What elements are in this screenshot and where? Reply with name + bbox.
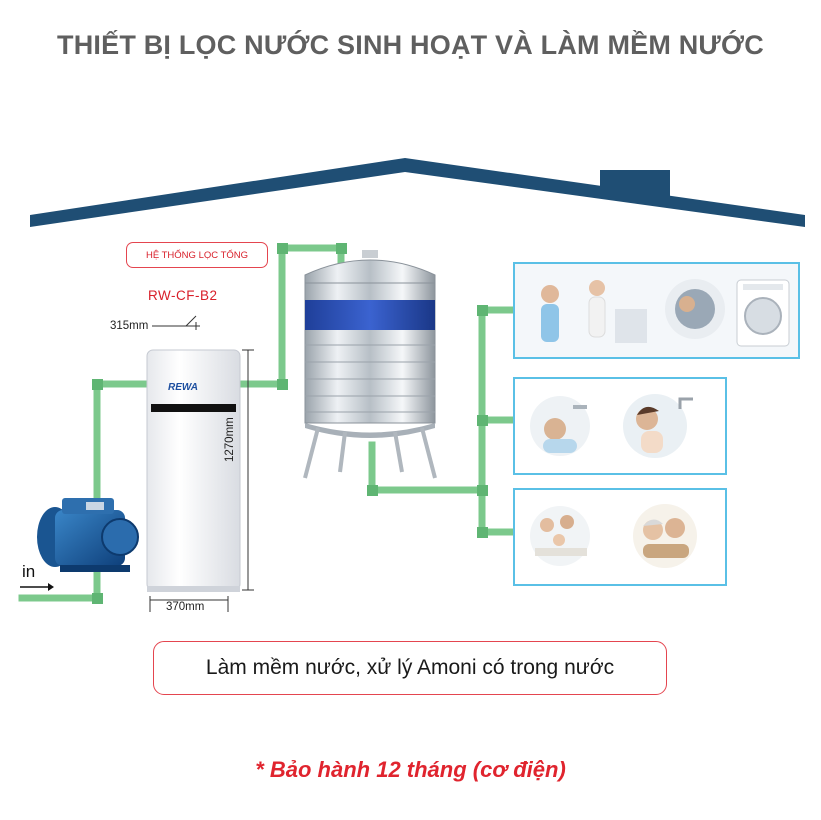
usage-panel-laundry: [513, 262, 800, 359]
model-number: RW-CF-B2: [148, 288, 218, 303]
house-roof: [30, 158, 805, 227]
system-label-badge: HỆ THỐNG LỌC TỔNG: [126, 242, 268, 268]
dimension-width: 370mm: [166, 601, 205, 613]
dimension-height: 1270mm: [224, 417, 236, 462]
softener-filter-unit: [146, 349, 241, 592]
stainless-storage-tank: [303, 250, 437, 479]
dimension-depth: 315mm: [110, 320, 149, 332]
inlet-arrow-icon: [20, 583, 54, 591]
usage-panel-bathroom: [513, 377, 727, 475]
pipe-joints: [92, 243, 488, 604]
bathroom-illustration: [515, 379, 725, 473]
laundry-illustration: [515, 264, 798, 357]
kitchen-illustration: [515, 490, 725, 584]
chimney: [600, 170, 670, 198]
feature-caption: Làm mềm nước, xử lý Amoni có trong nước: [153, 641, 667, 695]
warranty-note: * Bảo hành 12 tháng (cơ điện): [255, 757, 566, 782]
pipe-inlet: [18, 380, 151, 602]
dimension-lines: [149, 315, 254, 612]
usage-panel-kitchen: [513, 488, 727, 586]
brand-logo: REWA: [168, 382, 198, 393]
page-title: THIẾT BỊ LỌC NƯỚC SINH HOẠT VÀ LÀM MỀM N…: [57, 30, 764, 60]
water-pump: [37, 498, 139, 572]
inlet-label: in: [22, 562, 36, 581]
